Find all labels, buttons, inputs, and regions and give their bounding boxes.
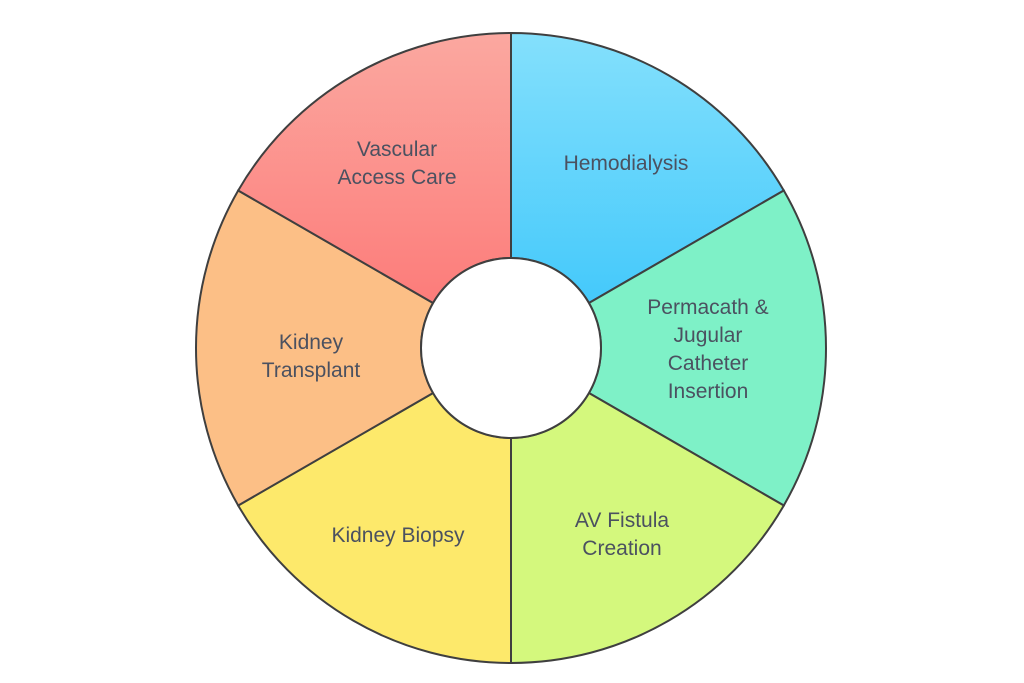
segment-label-line: Catheter <box>668 352 749 375</box>
segment-label-kidney-biopsy: Kidney Biopsy <box>331 524 465 547</box>
segment-label-line: Hemodialysis <box>564 152 689 175</box>
segment-label-line: Kidney Biopsy <box>331 524 465 547</box>
segment-label-hemodialysis: Hemodialysis <box>564 152 689 175</box>
segment-label-line: Vascular <box>357 138 437 161</box>
donut-center-hole <box>420 257 602 439</box>
segment-label-line: Creation <box>582 537 661 560</box>
segment-label-line: Access Care <box>337 166 456 189</box>
segment-label-line: Insertion <box>668 380 749 403</box>
segment-label-line: Jugular <box>674 324 743 347</box>
donut-segments <box>195 31 827 665</box>
segment-label-line: AV Fistula <box>575 509 669 532</box>
segment-label-line: Transplant <box>262 359 361 382</box>
segment-label-line: Kidney <box>279 331 344 354</box>
segment-label-line: Permacath & <box>647 296 768 319</box>
